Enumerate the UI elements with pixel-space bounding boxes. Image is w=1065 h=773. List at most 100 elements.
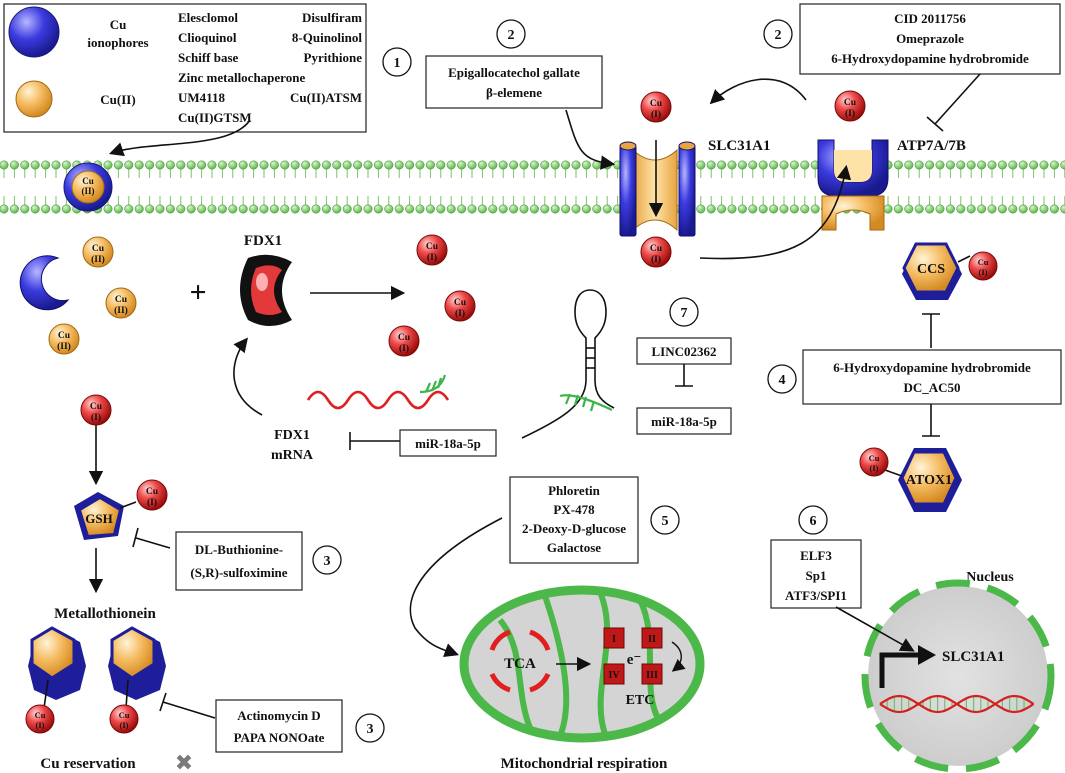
svg-text:PX-478: PX-478 bbox=[553, 502, 595, 517]
drug-pyrithione: Pyrithione bbox=[304, 50, 363, 65]
arrow-mrna-to-fdx1 bbox=[233, 337, 263, 416]
tf-box: ELF3 Sp1 ATF3/SPI1 bbox=[770, 539, 862, 609]
egcg-box: Epigallocatechol gallate β-elemene bbox=[425, 55, 603, 109]
arrow-etc-flow bbox=[671, 641, 686, 672]
slc31a1-label: SLC31A1 bbox=[708, 138, 771, 154]
svg-text:Cu: Cu bbox=[119, 710, 130, 720]
svg-text:Cu: Cu bbox=[398, 333, 411, 343]
step-2-badge-right: 2 bbox=[763, 19, 793, 49]
inhibit-cid-to-atp7 bbox=[926, 73, 981, 132]
metallothionein-2 bbox=[108, 626, 166, 709]
step-1-badge: 1 bbox=[382, 47, 412, 77]
cu1-to-gsh: Cu(I) bbox=[80, 394, 112, 426]
svg-text:(I): (I) bbox=[651, 109, 661, 120]
svg-text:Sp1: Sp1 bbox=[806, 568, 827, 583]
fdx1-protein bbox=[240, 254, 292, 326]
svg-text:Cu: Cu bbox=[978, 257, 989, 267]
plus-sign: + bbox=[189, 276, 206, 309]
mito-respiration-caption: Mitochondrial respiration bbox=[501, 756, 668, 772]
cu1-ccs-bound: Cu(I) bbox=[968, 251, 998, 281]
bso-box: DL-Buthionine- (S,R)-sulfoximine bbox=[175, 531, 303, 591]
svg-text:(I): (I) bbox=[120, 720, 129, 730]
inhibit-actinomycin-to-mt bbox=[159, 692, 216, 719]
arrow-ionophore-to-membrane bbox=[108, 119, 251, 157]
svg-text:Phloretin: Phloretin bbox=[548, 483, 601, 498]
drug-clioquinol: Clioquinol bbox=[178, 30, 237, 45]
svg-text:Cu: Cu bbox=[58, 331, 71, 341]
svg-text:(I): (I) bbox=[870, 463, 879, 473]
svg-text:7: 7 bbox=[681, 306, 688, 321]
svg-text:miR-18a-5p: miR-18a-5p bbox=[415, 436, 481, 451]
svg-text:(I): (I) bbox=[845, 108, 855, 119]
svg-text:(I): (I) bbox=[651, 254, 661, 265]
svg-text:(I): (I) bbox=[36, 720, 45, 730]
enzyme-blob bbox=[19, 255, 70, 311]
cu1-atp7-exported: Cu(I) bbox=[834, 90, 866, 122]
svg-text:miR-18a-5p: miR-18a-5p bbox=[651, 414, 717, 429]
atp7-label: ATP7A/7B bbox=[897, 138, 966, 154]
step-5-badge: 5 bbox=[650, 505, 680, 535]
svg-text:(I): (I) bbox=[979, 267, 988, 277]
svg-text:(I): (I) bbox=[91, 412, 101, 423]
cu1-mt-bound-a: Cu(I) bbox=[25, 704, 55, 734]
svg-text:3: 3 bbox=[324, 554, 331, 569]
svg-text:PAPA NONOate: PAPA NONOate bbox=[234, 730, 325, 745]
etc-complexes: I II IV III bbox=[603, 627, 663, 685]
svg-text:Cu: Cu bbox=[454, 298, 467, 308]
cross-icon: ✖ bbox=[175, 751, 193, 773]
svg-text:Epigallocatechol gallate: Epigallocatechol gallate bbox=[448, 65, 580, 80]
svg-text:DC_AC50: DC_AC50 bbox=[903, 380, 960, 395]
svg-text:Cu: Cu bbox=[90, 402, 103, 412]
mirna-left-strand bbox=[419, 374, 447, 394]
step-2-badge-left: 2 bbox=[496, 19, 526, 49]
ionophore-cu-complex: Cu (II) bbox=[63, 162, 113, 212]
drug-zinc-metallochaperone: Zinc metallochaperone bbox=[178, 70, 305, 85]
svg-text:Cu: Cu bbox=[650, 244, 663, 254]
step-3-badge-upper: 3 bbox=[312, 545, 342, 575]
mir-18a-box-right: miR-18a-5p bbox=[636, 407, 732, 435]
drug-um4118: UM4118 bbox=[178, 90, 225, 105]
drug-cu-gtsm: Cu(II)GTSM bbox=[178, 110, 252, 125]
tca-cycle-icon bbox=[489, 629, 551, 693]
svg-text:Cu: Cu bbox=[92, 244, 105, 254]
svg-text:IV: IV bbox=[608, 670, 620, 681]
svg-text:(I): (I) bbox=[455, 308, 465, 319]
svg-text:Cu: Cu bbox=[82, 176, 94, 186]
arrow-cu-to-atp7 bbox=[699, 164, 852, 260]
fdx1-mrna-label-1: FDX1 bbox=[274, 428, 310, 443]
ccs-chaperone: CCS bbox=[902, 242, 971, 300]
ionophore-box: Cu ionophores Cu(II) Elesclomol Clioquin… bbox=[3, 3, 367, 133]
mito-inhibitor-box: Phloretin PX-478 2-Deoxy-D-glucose Galac… bbox=[509, 476, 639, 564]
svg-text:(I): (I) bbox=[427, 252, 437, 263]
gsh-molecule: GSH bbox=[74, 492, 137, 540]
cell-membrane bbox=[0, 160, 1065, 214]
cu2-free-c: Cu(II) bbox=[48, 323, 80, 355]
cu1-gsh-bound: Cu(I) bbox=[136, 479, 168, 511]
cu1-reduced-a: Cu(I) bbox=[416, 234, 448, 266]
svg-text:I: I bbox=[612, 634, 616, 645]
svg-text:ATF3/SPI1: ATF3/SPI1 bbox=[785, 588, 847, 603]
svg-text:Cu: Cu bbox=[426, 242, 439, 252]
svg-text:β-elemene: β-elemene bbox=[486, 85, 542, 100]
metallothionein-label: Metallothionein bbox=[54, 606, 156, 622]
step-7-badge: 7 bbox=[669, 297, 699, 327]
svg-text:(II): (II) bbox=[114, 305, 128, 316]
drug-schiff-base: Schiff base bbox=[178, 50, 239, 65]
etc-label: ETC bbox=[626, 693, 655, 708]
chaperone-inhibitor-box: 6-Hydroxydopamine hydrobromide DC_AC50 bbox=[802, 349, 1062, 405]
cid-box: CID 2011756 Omeprazole 6-Hydroxydopamine… bbox=[799, 3, 1061, 75]
svg-text:LINC02362: LINC02362 bbox=[651, 344, 716, 359]
drug-elesclomol: Elesclomol bbox=[178, 10, 238, 25]
ionophore-legend-icon bbox=[8, 6, 60, 58]
arrow-inhibitor-to-mito bbox=[409, 517, 503, 657]
svg-text:(S,R)-sulfoximine: (S,R)-sulfoximine bbox=[190, 565, 287, 580]
svg-text:CCS: CCS bbox=[917, 262, 945, 277]
svg-text:4: 4 bbox=[779, 373, 786, 388]
tca-label: TCA bbox=[504, 656, 536, 672]
svg-text:Cu: Cu bbox=[869, 453, 880, 463]
drug-disulfiram: Disulfiram bbox=[302, 10, 362, 25]
svg-text:Actinomycin D: Actinomycin D bbox=[237, 708, 320, 723]
cu1-atox1-bound: Cu(I) bbox=[859, 447, 889, 477]
cu1-intracellular: Cu(I) bbox=[640, 236, 672, 268]
transcription-arrowhead bbox=[918, 645, 936, 665]
